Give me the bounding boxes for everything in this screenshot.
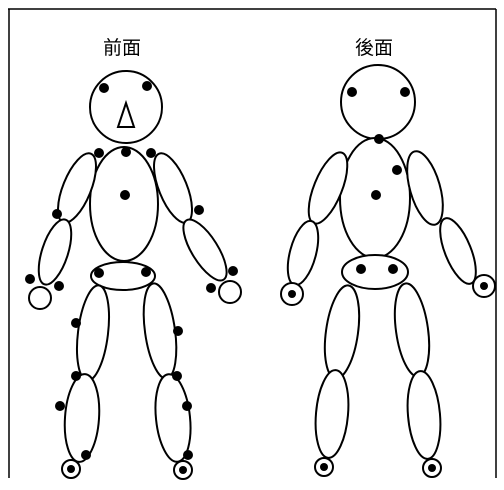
marker-front-right-hip — [94, 268, 104, 278]
marker-back-left-hand — [288, 290, 296, 298]
back-figure — [281, 65, 495, 477]
marker-back-neck — [374, 134, 384, 144]
marker-front-left-elbow — [194, 205, 204, 215]
marker-front-right-shoulder — [94, 148, 104, 158]
marker-front-left-foot — [179, 466, 187, 474]
marker-back-left-pelvis — [356, 264, 366, 274]
marker-front-right-foot — [67, 465, 75, 473]
front-figure — [29, 71, 241, 479]
back-head — [341, 65, 415, 139]
marker-back-right-pelvis — [388, 264, 398, 274]
marker-front-head-right — [99, 83, 109, 93]
marker-front-right-thigh — [71, 318, 81, 328]
marker-front-neck — [121, 147, 131, 157]
back-left-shin — [312, 369, 352, 459]
front-right-hand — [29, 287, 51, 309]
marker-front-left-shin — [182, 401, 192, 411]
back-left-thigh — [320, 283, 365, 381]
marker-front-left-ankle — [183, 450, 193, 460]
marker-back-upper-spine — [392, 165, 402, 175]
marker-front-left-shoulder — [146, 148, 156, 158]
marker-back-right-foot — [428, 464, 436, 472]
marker-back-head-left — [347, 87, 357, 97]
front-left-shin — [151, 372, 194, 463]
front-left-hand — [219, 281, 241, 303]
back-view-label: 後面 — [355, 33, 393, 60]
marker-front-left-thigh — [173, 326, 183, 336]
marker-front-left-wrist-inner — [206, 283, 216, 293]
marker-front-right-shin — [55, 401, 65, 411]
front-right-shin — [62, 373, 102, 463]
marker-front-sternum — [120, 190, 130, 200]
back-right-thigh — [390, 281, 435, 379]
marker-front-right-wrist-outer — [25, 274, 35, 284]
marker-front-right-ankle — [81, 450, 91, 460]
back-left-forearm — [282, 218, 324, 288]
marker-front-right-wrist-inner — [54, 281, 64, 291]
back-pelvis — [342, 255, 408, 289]
marker-front-right-knee — [71, 371, 81, 381]
back-right-forearm — [433, 214, 483, 289]
front-view-label: 前面 — [103, 33, 141, 60]
front-right-thigh — [72, 284, 113, 383]
marker-back-left-foot — [320, 463, 328, 471]
marker-front-left-knee — [172, 371, 182, 381]
marker-front-right-elbow — [52, 209, 62, 219]
marker-front-left-wrist-outer — [228, 266, 238, 276]
marker-front-head-left — [142, 81, 152, 91]
front-right-forearm — [32, 216, 78, 289]
marker-back-mid-spine — [371, 190, 381, 200]
back-right-shin — [404, 370, 444, 460]
marker-front-left-hip — [141, 267, 151, 277]
marker-back-head-right — [400, 87, 410, 97]
front-torso — [90, 147, 158, 261]
front-left-forearm — [175, 213, 234, 286]
marker-back-right-hand — [480, 282, 488, 290]
